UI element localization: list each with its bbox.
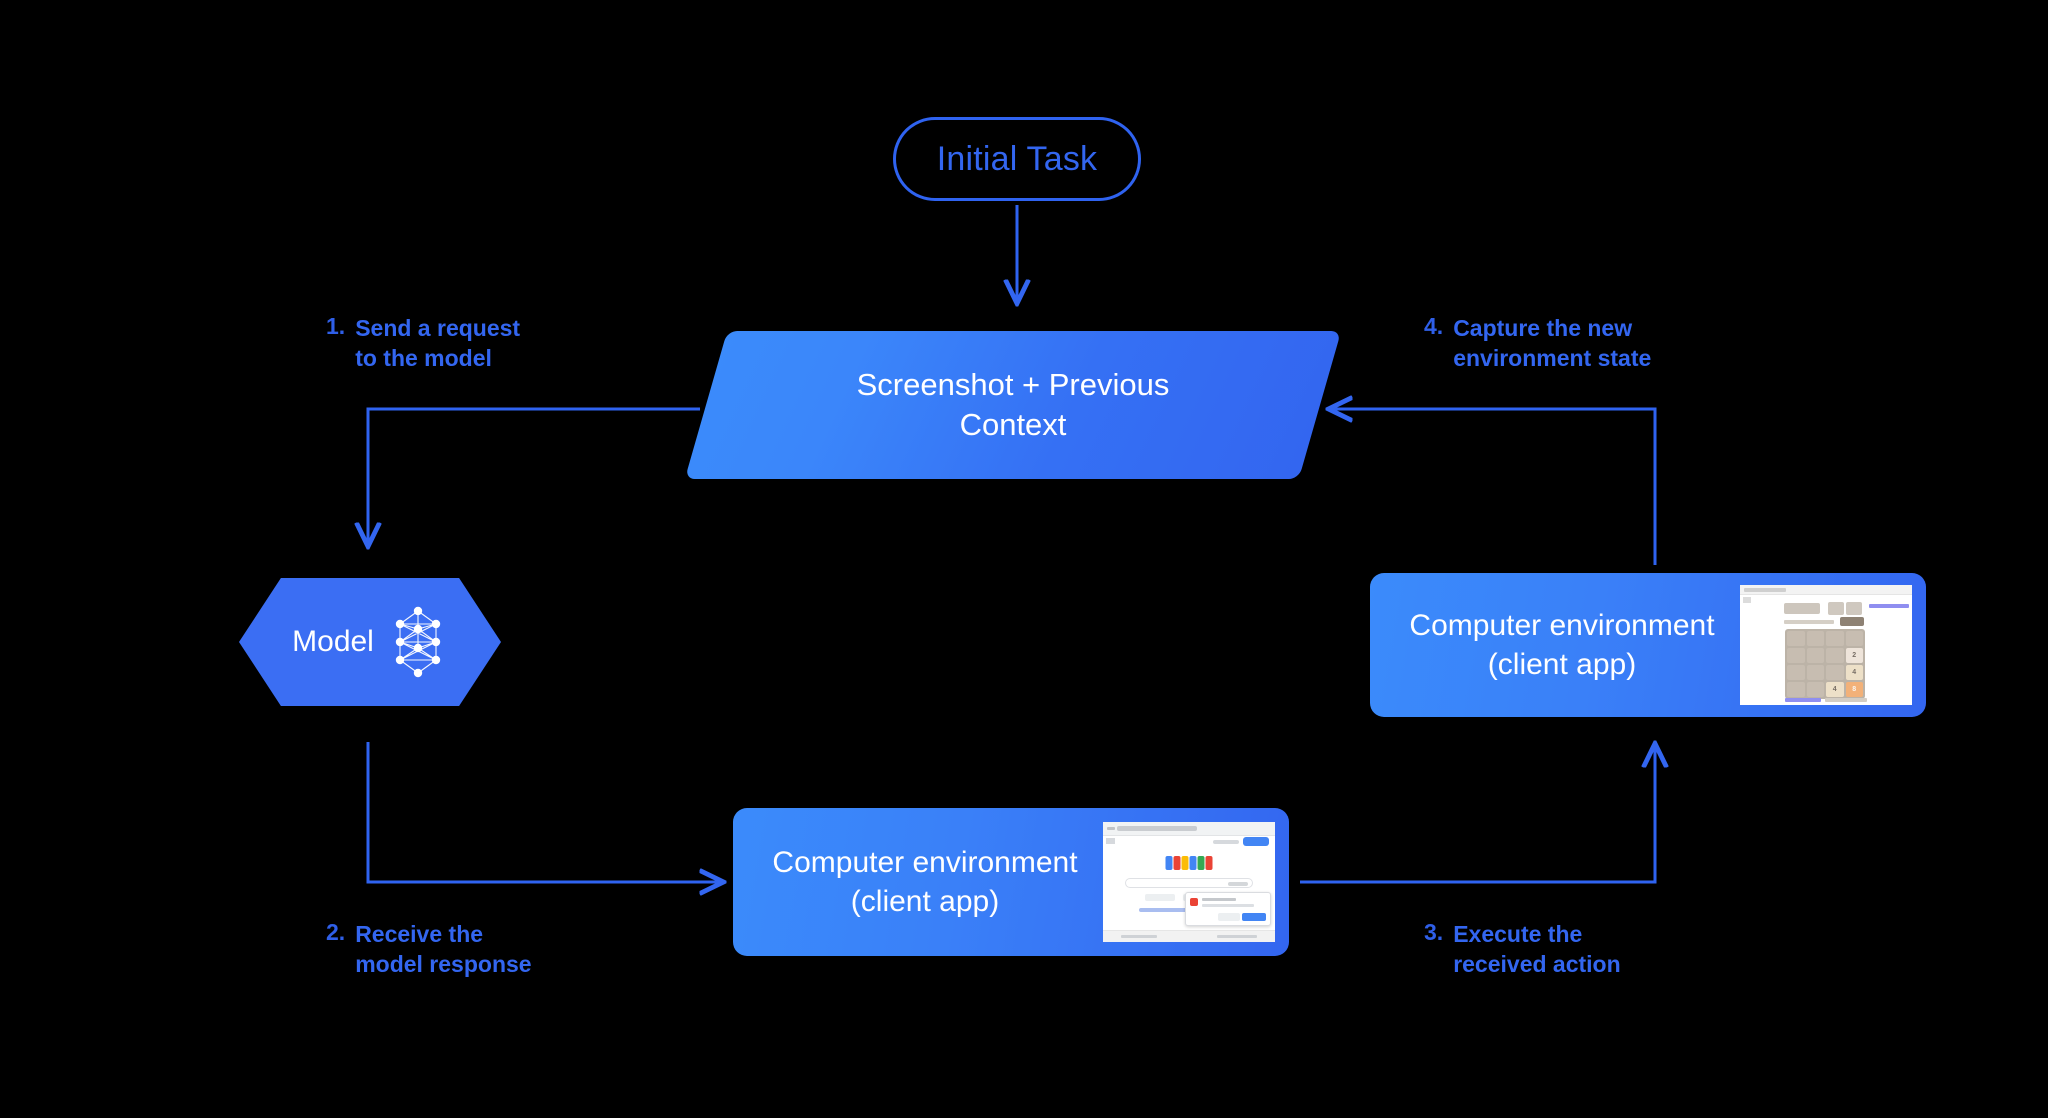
step-3-text: Execute the received action: [1453, 919, 1620, 980]
new-game-button: [1840, 617, 1864, 626]
node-computer-environment-bottom[interactable]: Computer environment (client app): [733, 808, 1289, 956]
header-menu-links: [1213, 840, 1239, 844]
grid-cell: [1826, 648, 1844, 663]
search-input: [1125, 878, 1253, 888]
browser-chrome-bar: [1740, 585, 1912, 595]
tile-8: 8: [1845, 682, 1863, 697]
initial-task-label: Initial Task: [936, 139, 1098, 178]
dialog-primary-button: [1242, 913, 1266, 921]
grid-cell: [1845, 631, 1863, 646]
connector-context-to-model: [368, 407, 700, 545]
game-grid: 2 4 4 8: [1785, 629, 1865, 699]
tile-2: 2: [1845, 648, 1863, 663]
site-title: [1784, 603, 1820, 614]
step-2-line2: model response: [355, 951, 532, 978]
env-right-label-line2: (client app): [1487, 648, 1637, 681]
step-1-text: Send a request to the model: [355, 313, 520, 374]
address-bar: [1117, 826, 1197, 831]
dialog-secondary-button: [1218, 913, 1240, 921]
step-1-annotation: 1. Send a request to the model: [326, 313, 520, 374]
grid-cell: [1787, 665, 1805, 680]
step-3-line2: received action: [1453, 951, 1621, 978]
search-input-icons: [1228, 882, 1248, 886]
step-2-line1: Receive the: [355, 921, 484, 947]
env-right-label: Computer environment (client app): [1370, 606, 1740, 684]
step-4-line1: Capture the new: [1453, 315, 1633, 341]
thumbnail-game-2048[interactable]: 2 4 4 8: [1740, 585, 1912, 705]
grid-cell: [1806, 631, 1824, 646]
grid-cell: [1826, 631, 1844, 646]
env-bottom-label-line2: (client app): [850, 885, 1000, 918]
sign-in-button: [1243, 837, 1269, 846]
google-search-button: [1145, 894, 1175, 901]
neural-network-icon: [395, 606, 441, 678]
context-label: Screenshot + Previous Context: [706, 331, 1320, 479]
step-2-number: 2.: [326, 919, 346, 945]
consent-dialog: [1185, 892, 1271, 926]
step-1-number: 1.: [326, 313, 346, 339]
grid-cell: [1787, 631, 1805, 646]
node-computer-environment-right[interactable]: Computer environment (client app) 2: [1370, 573, 1926, 717]
dialog-icon: [1190, 898, 1198, 906]
step-1-line1: Send a request: [355, 315, 521, 341]
step-1-line2: to the model: [355, 345, 492, 372]
tab-icon: [1106, 838, 1115, 844]
step-2-text: Receive the model response: [355, 919, 531, 980]
step-3-line1: Execute the: [1453, 921, 1583, 947]
env-bottom-label: Computer environment (client app): [733, 843, 1103, 921]
grid-cell: [1806, 648, 1824, 663]
env-right-label-line1: Computer environment: [1409, 609, 1715, 642]
step-3-annotation: 3. Execute the received action: [1424, 919, 1621, 980]
subtitle-text: [1784, 620, 1834, 624]
node-model[interactable]: Model: [239, 578, 501, 706]
grid-cell: [1787, 648, 1805, 663]
connector-env-right-to-context: [1330, 409, 1657, 565]
step-4-annotation: 4. Capture the new environment state: [1424, 313, 1651, 374]
footer-link: [1785, 698, 1821, 702]
grid-cell: [1806, 682, 1824, 697]
step-4-text: Capture the new environment state: [1453, 313, 1651, 374]
grid-cell: [1826, 665, 1844, 680]
dialog-body: [1202, 904, 1254, 907]
thumbnail-google-search[interactable]: [1103, 822, 1275, 942]
tile-4: 4: [1826, 682, 1844, 697]
address-bar: [1744, 588, 1786, 592]
footer-link: [1121, 935, 1157, 938]
node-screenshot-previous-context[interactable]: Screenshot + Previous Context: [684, 331, 1342, 479]
score-box: [1828, 602, 1844, 615]
step-3-number: 3.: [1424, 919, 1444, 945]
context-label-line2: Context: [959, 407, 1067, 442]
context-label-line1: Screenshot + Previous: [856, 367, 1170, 403]
footer-text: [1825, 698, 1867, 702]
google-logo-icon: [1165, 856, 1213, 870]
step-4-line2: environment state: [1453, 345, 1652, 372]
tab-icon: [1743, 597, 1751, 603]
tile-4: 4: [1845, 665, 1863, 680]
grid-cell: [1787, 682, 1805, 697]
node-initial-task[interactable]: Initial Task: [893, 117, 1141, 201]
dialog-title: [1202, 898, 1236, 901]
nav-buttons: [1107, 827, 1115, 830]
best-score-box: [1846, 602, 1862, 615]
model-label: Model: [292, 625, 374, 658]
page-footer: [1103, 930, 1275, 942]
footer-link: [1217, 935, 1257, 938]
env-bottom-label-line1: Computer environment: [772, 846, 1078, 879]
connector-env-bottom-to-env-right: [1300, 745, 1655, 884]
grid-cell: [1806, 665, 1824, 680]
how-to-play-link: [1869, 604, 1909, 608]
connector-model-to-env-bottom: [366, 742, 722, 882]
step-2-annotation: 2. Receive the model response: [326, 919, 532, 980]
step-4-number: 4.: [1424, 313, 1444, 339]
